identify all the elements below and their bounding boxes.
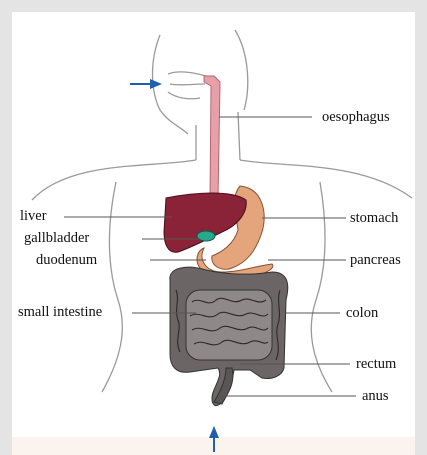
anus-arrow-head [209,426,219,438]
label-pancreas: pancreas [350,252,401,268]
label-anus: anus [362,388,389,404]
shoulder-right [240,160,412,198]
oesophagus-tube [204,76,220,200]
label-stomach: stomach [350,210,398,226]
label-gallbladder: gallbladder [24,230,89,246]
mouth-arrow-head [150,79,162,89]
mouth-arrow [130,79,162,89]
face-outline [168,72,206,99]
torso-right [311,182,332,392]
anus-arrow [209,426,219,452]
label-small-intestine: small intestine [18,304,102,320]
label-colon: colon [346,305,378,321]
torso-left [102,182,122,392]
label-rectum: rectum [356,356,396,372]
head-right-outline [235,30,248,110]
neck-right [238,112,240,160]
label-liver: liver [20,208,47,224]
label-oesophagus: oesophagus [322,109,390,125]
label-duodenum: duodenum [36,252,97,268]
